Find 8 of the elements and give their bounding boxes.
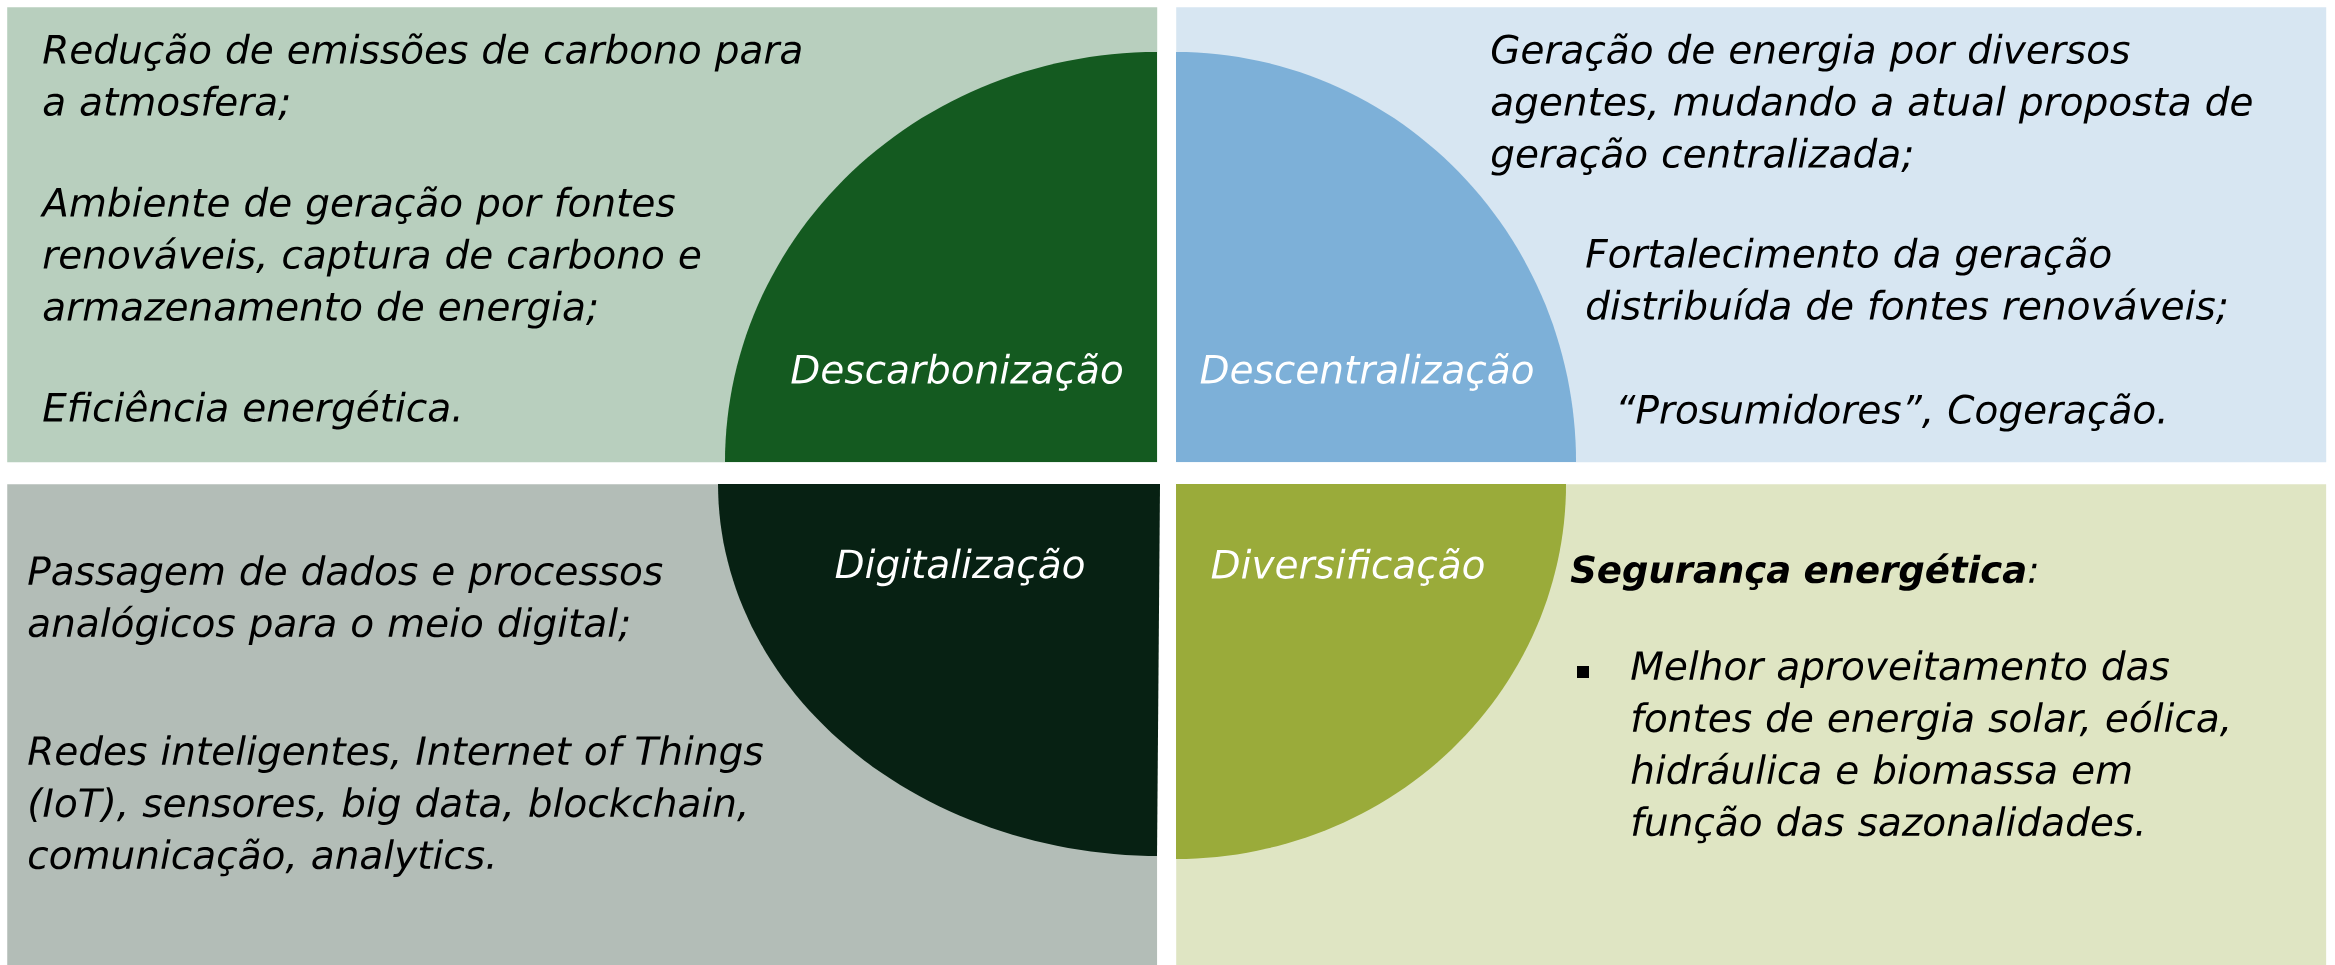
paragraph: Ambiente de geração por fontes renováveis, captura de carbono e armazenamento de energia; [40,186,701,329]
bullet-marker [1577,666,1589,678]
paragraph: Eficiência energética. [43,390,459,430]
paragraph: Passagem de dados e processos analógicos para o meio digital; [28,555,663,645]
paragraph: “Prosumidores”, Cogeração. [1620,393,2164,432]
heading: Segurança energética: [1570,553,2037,591]
paragraph: Fortalecimento da geração distribuída de fontes renováveis; [1586,237,2227,324]
paragraph: Melhor aproveitamento das fontes de energia solar, eólica, hidráulica e biomassa em função das sazonalidades. [1631,650,2228,844]
